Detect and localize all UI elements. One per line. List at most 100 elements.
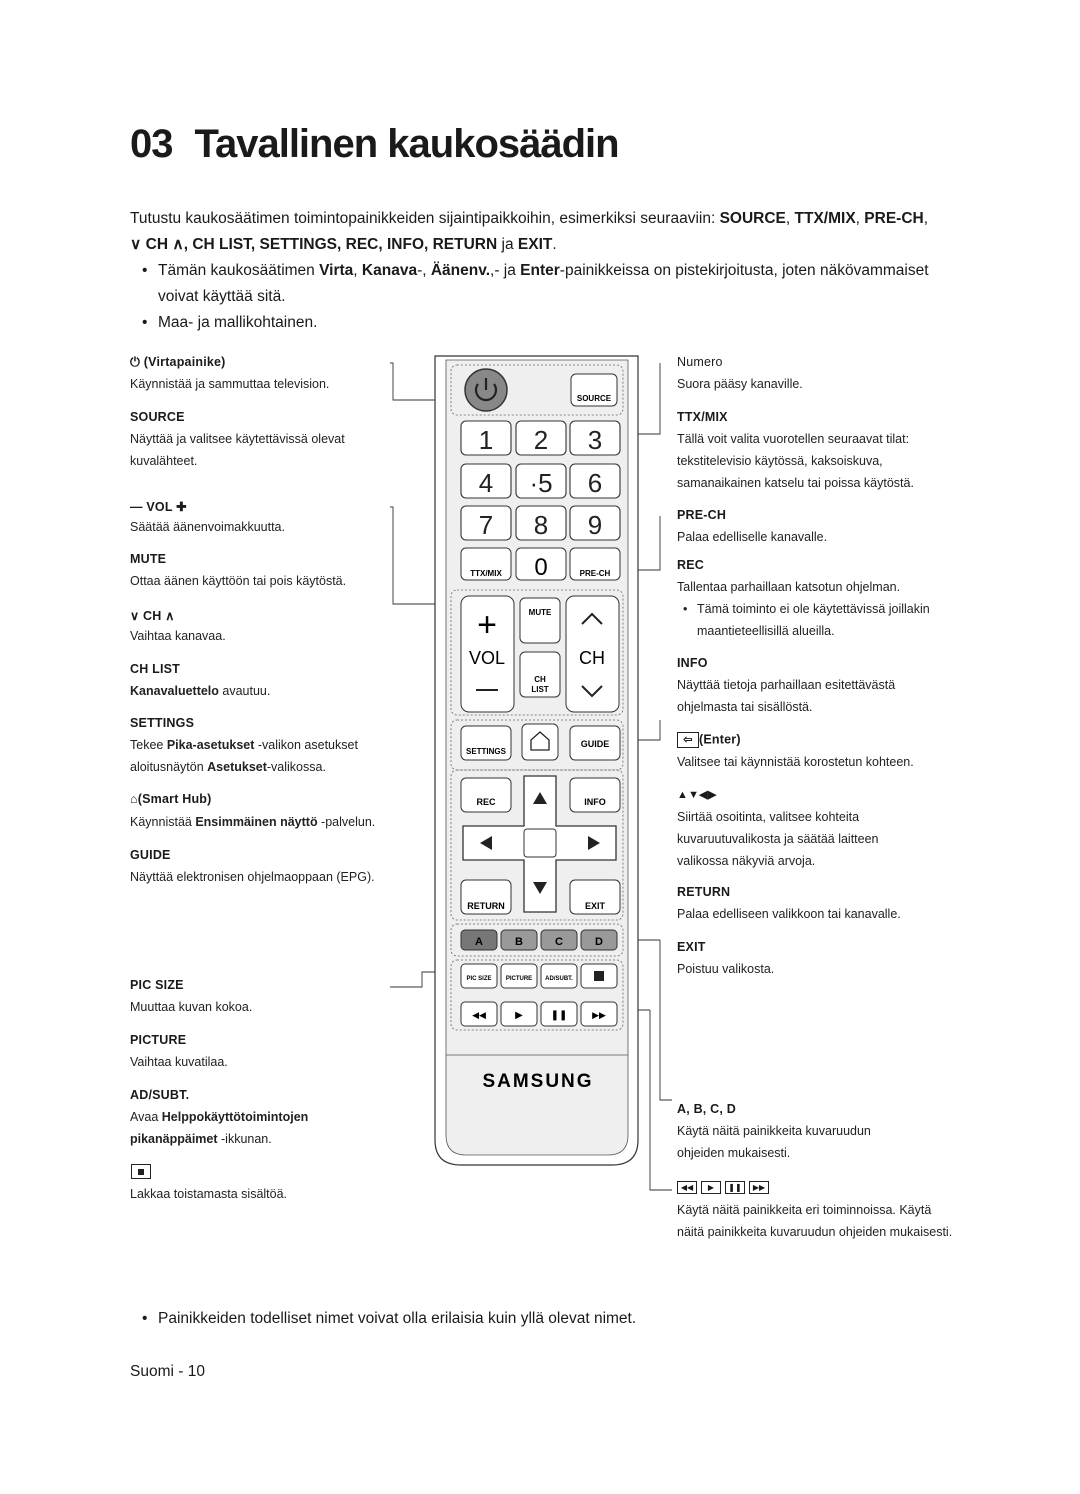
- label-picture: PICTURE: [130, 1033, 187, 1047]
- play-button[interactable]: [500, 1001, 538, 1027]
- digit-2-button[interactable]: [515, 420, 567, 456]
- label-settings: SETTINGS: [130, 716, 195, 730]
- key-virta: Virta: [319, 262, 354, 279]
- enter-button[interactable]: [523, 828, 557, 858]
- mute-button[interactable]: [519, 597, 561, 644]
- volume-rocker[interactable]: [460, 595, 515, 713]
- digit-2-text: 2: [534, 425, 548, 455]
- desc-prech: Palaa edelliselle kanavalle.: [677, 530, 828, 544]
- adsubt-text: AD/SUBT.: [545, 976, 573, 982]
- settings-text: SETTINGS: [466, 747, 507, 756]
- label-abcd: A, B, C, D: [677, 1102, 736, 1116]
- label-text: VOL: [146, 500, 173, 514]
- intro-bullet-1: Tämän kaukosäätimen Virta, Kanava-, Ääne…: [130, 258, 960, 310]
- key-kanava: Kanava: [361, 262, 418, 279]
- adsubt-button[interactable]: [540, 963, 578, 989]
- digit-5-button[interactable]: [515, 463, 567, 499]
- info-text: INFO: [584, 797, 606, 807]
- color-label-a: A: [475, 936, 483, 948]
- digit-8-text: 8: [534, 510, 548, 540]
- info-button[interactable]: [569, 777, 621, 813]
- key-list: , CH LIST, SETTINGS, REC, INFO, RETURN: [183, 236, 498, 253]
- smarthub-button[interactable]: [521, 723, 559, 761]
- label-vol: — VOL ✚: [130, 500, 187, 514]
- bold-term: Pika-asetukset: [166, 738, 255, 752]
- desc-picsize: Muuttaa kuvan kokoa.: [130, 1000, 253, 1014]
- chlist-button[interactable]: [519, 651, 561, 698]
- svg-text:❚❚: ❚❚: [551, 1010, 568, 1021]
- digit-9-text: 9: [588, 510, 602, 540]
- color-label-c: C: [555, 936, 563, 948]
- svg-text:+: +: [477, 606, 497, 644]
- pause-icon: ❚❚: [725, 1181, 745, 1194]
- intro-line-1: Tutustu kaukosäätimen toimintopainikkeid…: [130, 210, 929, 227]
- desc-settings: Tekee Pika-asetukset -valikon asetukset …: [130, 734, 400, 778]
- prech-button[interactable]: [569, 547, 621, 581]
- intro-bullet-2: Maa- ja mallikohtainen.: [130, 310, 960, 336]
- desc-picture: Vaihtaa kuvatilaa.: [130, 1055, 228, 1069]
- leader-lines: [390, 362, 672, 1191]
- source-button[interactable]: [570, 373, 618, 407]
- label-ch: ∨ CH ∧: [130, 608, 175, 623]
- label-chlist: CH LIST: [130, 662, 181, 676]
- picsize-button[interactable]: [460, 963, 498, 989]
- text: -palvelun.: [317, 815, 376, 829]
- guide-button[interactable]: [569, 725, 621, 761]
- channel-rocker[interactable]: [565, 595, 620, 713]
- digit-4-button[interactable]: [460, 463, 512, 499]
- digit-5-text: ·5: [529, 468, 552, 498]
- desc-exit: Poistuu valikosta.: [677, 962, 775, 976]
- digit-3-button[interactable]: [569, 420, 621, 456]
- text: -valikossa.: [266, 760, 326, 774]
- digit-1-button[interactable]: [460, 420, 512, 456]
- color-button-c[interactable]: [540, 929, 578, 951]
- label-text: (Virtapainike): [143, 355, 226, 369]
- text: Tallentaa parhaillaan katsotun ohjelman.: [677, 580, 901, 594]
- chevron-up-icon: ∧: [172, 236, 184, 253]
- key-ch: CH: [145, 236, 169, 253]
- chevron-down-icon: ∨: [130, 236, 142, 253]
- picture-button[interactable]: [500, 963, 538, 989]
- picsize-text: PIC SIZE: [466, 976, 491, 982]
- ff-button[interactable]: [580, 1001, 618, 1027]
- mute-text: MUTE: [529, 608, 552, 617]
- color-button-d[interactable]: [580, 929, 618, 951]
- label-exit: EXIT: [677, 940, 706, 954]
- label-return: RETURN: [677, 885, 731, 899]
- digit-7-button[interactable]: [460, 505, 512, 541]
- settings-button[interactable]: [460, 725, 512, 761]
- page-number: Suomi - 10: [130, 1363, 205, 1380]
- digit-9-button[interactable]: [569, 505, 621, 541]
- digit-6-text: 6: [588, 468, 602, 498]
- label-text: (Enter): [699, 732, 741, 747]
- vol-text: VOL: [469, 648, 505, 668]
- desc-ttx: Tällä voit valita vuorotellen seuraavat …: [677, 432, 914, 490]
- label-text: (Smart Hub): [137, 792, 212, 806]
- color-label-d: D: [595, 936, 603, 948]
- rec-button[interactable]: [460, 777, 512, 813]
- return-button[interactable]: [460, 879, 512, 915]
- rewind-icon: ◀◀: [677, 1181, 697, 1194]
- label-smarthub: ⌂(Smart Hub): [130, 792, 212, 806]
- chapter-title: Tavallinen kaukosäädin: [194, 122, 620, 166]
- text: Käynnistää: [130, 815, 196, 829]
- ttx-button[interactable]: [460, 547, 512, 581]
- pause-button[interactable]: [540, 1001, 578, 1027]
- desc-chlist: Kanavaluettelo avautuu.: [130, 680, 270, 702]
- digit-8-button[interactable]: [515, 505, 567, 541]
- bold-term: Ensimmäinen näyttö: [195, 815, 318, 829]
- label-rec: REC: [677, 558, 704, 572]
- desc-info: Näyttää tietoja parhaillaan esitettäväst…: [677, 678, 896, 714]
- play-icon: ▶: [701, 1181, 721, 1194]
- rewind-button[interactable]: [460, 1001, 498, 1027]
- ch-text: CH: [579, 648, 605, 668]
- digit-1-text: 1: [479, 425, 493, 455]
- digit-0-button[interactable]: [515, 547, 567, 581]
- exit-button[interactable]: [569, 879, 621, 915]
- color-button-b[interactable]: [500, 929, 538, 951]
- text: avautuu.: [218, 684, 271, 698]
- color-button-a[interactable]: [460, 929, 498, 951]
- digit-6-button[interactable]: [569, 463, 621, 499]
- ttx-text: TTX/MIX: [470, 569, 502, 578]
